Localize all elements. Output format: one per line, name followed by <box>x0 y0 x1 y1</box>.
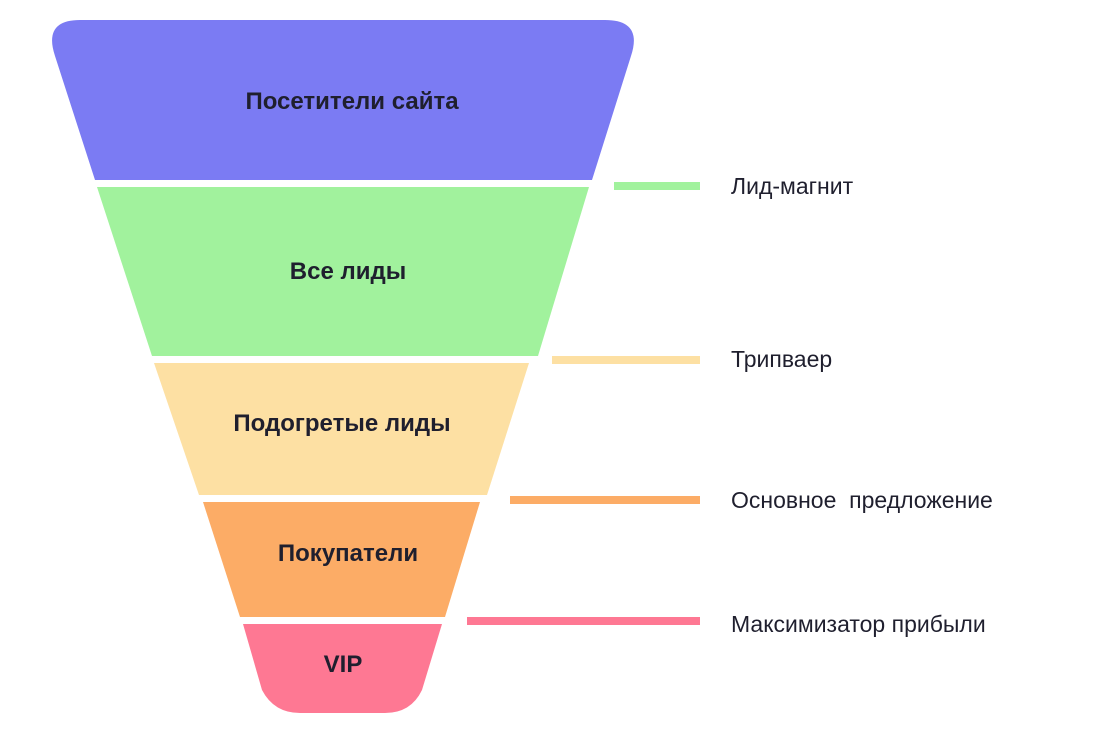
funnel-stage-all-leads: Все лиды <box>97 187 589 356</box>
funnel-stage-buyers-label: Покупатели <box>278 540 418 567</box>
funnel-stage-warm-leads-label: Подогретые лиды <box>233 410 450 437</box>
funnel-stage-buyers: Покупатели <box>203 502 480 617</box>
offer-lead-magnet: Лид-магнит <box>614 173 854 199</box>
funnel-stage-visitors-label: Посетители сайта <box>245 88 459 115</box>
offer-profit-maximizer: Максимизатор прибыли <box>467 611 986 637</box>
offer-core-offer-label: Основное предложение <box>731 487 993 513</box>
funnel-stage-all-leads-shape <box>97 187 589 356</box>
offer-tripwire-line <box>552 356 700 364</box>
funnel-stage-visitors: Посетители сайта <box>52 20 634 180</box>
offer-profit-maximizer-line <box>467 617 700 625</box>
funnel-stage-vip: VIP <box>243 624 442 713</box>
offer-core-offer-line <box>510 496 700 504</box>
offer-tripwire: Трипваер <box>552 346 832 372</box>
offer-lead-magnet-label: Лид-магнит <box>731 173 854 199</box>
funnel-stage-vip-label: VIP <box>324 651 363 678</box>
funnel-stage-warm-leads-shape <box>154 363 529 495</box>
funnel-stage-all-leads-label: Все лиды <box>290 258 406 285</box>
funnel-stage-visitors-shape <box>52 20 634 180</box>
offer-core-offer: Основное предложение <box>510 487 993 513</box>
funnel-stage-vip-shape <box>243 624 442 713</box>
offer-markers: Лид-магнит Трипваер Основное предложение… <box>467 173 993 637</box>
funnel-stages: Посетители сайта Все лиды Подогретые лид… <box>52 20 634 713</box>
offer-tripwire-label: Трипваер <box>731 346 832 372</box>
offer-profit-maximizer-label: Максимизатор прибыли <box>731 611 986 637</box>
funnel-stage-buyers-shape <box>203 502 480 617</box>
offer-lead-magnet-line <box>614 182 700 190</box>
funnel-stage-warm-leads: Подогретые лиды <box>154 363 529 495</box>
